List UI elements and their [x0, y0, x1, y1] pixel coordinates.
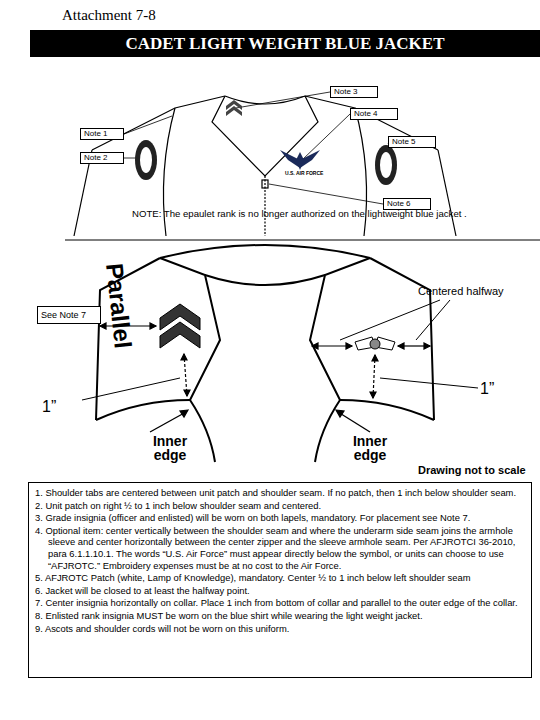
inner-edge-label: Inner edge [145, 434, 195, 462]
collar-inner [205, 275, 325, 285]
rank-insignia [355, 337, 395, 350]
insignia-center [370, 339, 380, 349]
note-callout: Note 4 [350, 108, 398, 120]
collar [212, 96, 318, 176]
leader-arrow [338, 412, 370, 432]
unit-patch-center [140, 147, 152, 173]
note-item: 4. Optional item: center vertically betw… [35, 525, 525, 571]
emblem-text: U.S. AIR FORCE [285, 170, 323, 176]
note-callout: Note 2 [80, 152, 124, 164]
shoulder-seam [305, 96, 438, 150]
parallel-label: Parallel [100, 262, 137, 350]
epaulet-note: NOTE: The epaulet rank is no longer auth… [132, 208, 467, 219]
note-item: 6. Jacket will be closed to at least the… [35, 585, 525, 597]
arrow-head [398, 343, 430, 349]
note-item: 9. Ascots and shoulder cords will not be… [35, 623, 525, 635]
arrow-head [181, 354, 190, 396]
collar-left-outer [96, 258, 160, 420]
air-force-symbol-star [296, 152, 304, 170]
callout-text: Note 5 [392, 137, 432, 147]
leader-line [302, 114, 350, 160]
leader-line [124, 116, 172, 134]
note-callout: Note 1 [80, 128, 124, 140]
callout-text: Note 1 [84, 129, 120, 139]
dimension-label: 1” [42, 398, 56, 416]
collar-left-fold [160, 258, 220, 400]
collar-right-outer [370, 258, 434, 420]
leader-line [380, 378, 478, 388]
centered-label: Centered halfway [418, 285, 504, 297]
callout-text: Note 2 [84, 153, 120, 163]
rank-chevron [160, 304, 200, 348]
callout-text: Note 4 [354, 109, 394, 119]
attachment-label: Attachment 7-8 [62, 7, 156, 24]
leader-line [82, 378, 180, 400]
afjrotc-patch-center [380, 152, 392, 178]
inner-edge-right [315, 400, 340, 462]
note-item: 8. Enlisted rank insignia MUST be worn o… [35, 610, 525, 622]
unit-patch [135, 140, 157, 180]
collar-outer [160, 245, 370, 258]
arrow-head [336, 410, 344, 417]
shoulder-seam [92, 96, 225, 150]
leader-arrow [150, 412, 186, 432]
afjrotc-patch [375, 145, 397, 185]
leader-line [340, 300, 440, 340]
note-callout: See Note 7 [37, 306, 101, 324]
title-band: CADET LIGHT WEIGHT BLUE JACKET [30, 30, 540, 57]
sleeve-edge [438, 150, 456, 236]
leader-line [416, 300, 450, 340]
zipper-pull [262, 180, 268, 188]
inner-edge-label: Inner edge [345, 434, 395, 462]
note-item: 5. AFJROTC Patch (white, Lamp of Knowled… [35, 572, 525, 584]
notes-list: 1. Shoulder tabs are centered between un… [28, 482, 532, 678]
arrow-head [312, 343, 352, 349]
separator-line [65, 240, 540, 241]
inner-edge-left [190, 400, 215, 462]
note-callout: Note 5 [388, 136, 436, 148]
leader-line [269, 184, 383, 204]
dimension-label: 1” [480, 380, 494, 398]
leader-line [124, 158, 136, 159]
note-item: 7. Center insignia horizontally on colla… [35, 597, 525, 609]
leader-line [236, 92, 330, 108]
title-text: CADET LIGHT WEIGHT BLUE JACKET [125, 34, 444, 53]
arrow-head [370, 355, 378, 398]
collar-right-fold [310, 258, 370, 400]
callout-text: See Note 7 [41, 307, 97, 323]
grade-chevron [226, 100, 242, 116]
note-item: 2. Unit patch on right ½ to 1 inch below… [35, 500, 525, 512]
callout-text: Note 6 [387, 199, 427, 209]
callout-text: Note 3 [334, 87, 374, 97]
note-item: 1. Shoulder tabs are centered between un… [35, 487, 525, 499]
scale-note: Drawing not to scale [418, 464, 526, 476]
zipper [264, 176, 265, 236]
note-callout: Note 3 [330, 86, 378, 98]
arrow-head [180, 410, 188, 417]
note-item: 3. Grade insignia (officer and enlisted)… [35, 512, 525, 524]
collar-right-bottom [340, 400, 434, 420]
